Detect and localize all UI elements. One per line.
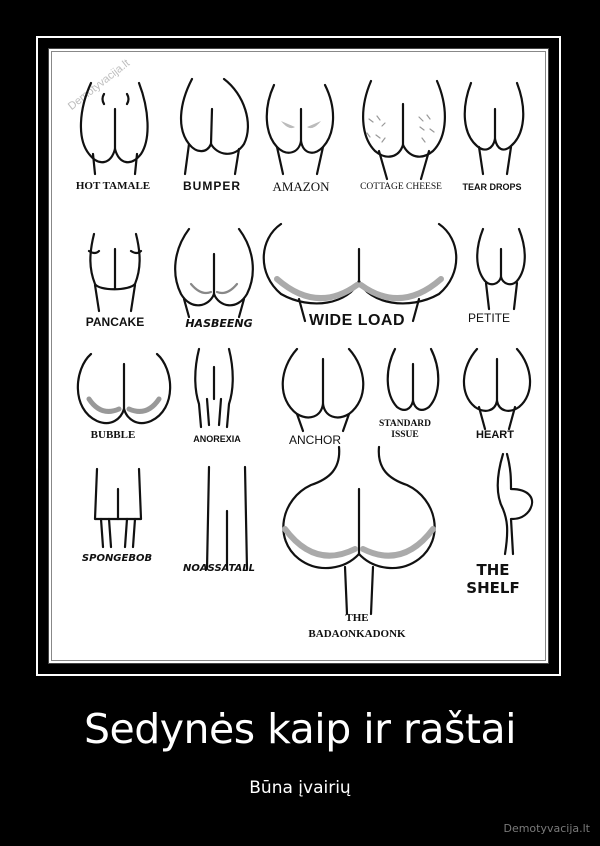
footer-site-link[interactable]: Demotyvacija.lt	[503, 822, 590, 835]
label-badaonkadonk: THE BADAONKADONK	[308, 610, 405, 642]
figure-anchor	[281, 347, 365, 433]
label-anchor: ANCHOR	[288, 433, 342, 447]
label-petite: PETITE	[467, 311, 511, 325]
label-hasbeeng: HASBEENG	[185, 317, 253, 330]
figure-heart	[462, 347, 532, 431]
label-heart: HEART	[476, 429, 514, 441]
label-the-shelf-line1: THE	[476, 561, 510, 579]
figure-anorexia	[194, 347, 234, 429]
label-badaonkadonk-line2: BADAONKADONK	[308, 628, 406, 640]
figure-spongebob	[93, 467, 143, 549]
label-standard-issue-line1: STANDARD	[378, 419, 432, 429]
caption-subtitle: Būna įvairių	[249, 778, 351, 798]
figure-tear-drops	[463, 81, 525, 176]
label-standard-issue: STANDARD ISSUE	[379, 419, 431, 441]
figure-hot-tamale	[79, 81, 149, 176]
label-wide-load: WIDE LOAD	[308, 312, 406, 329]
label-pancake: PANCAKE	[85, 315, 145, 329]
figure-noassatall	[205, 465, 249, 571]
label-the-shelf: THE SHELF	[466, 561, 519, 597]
label-bubble: BUBBLE	[90, 429, 136, 441]
figure-amazon	[265, 83, 335, 176]
figure-cottage-cheese	[362, 79, 446, 181]
poster-frame: Demotyvacija.lt	[36, 36, 561, 676]
figure-petite	[476, 227, 526, 311]
figure-bumper	[179, 77, 249, 176]
illustration-drawings	[76, 77, 534, 616]
figure-the-shelf	[496, 452, 534, 556]
label-hot-tamale: HOT TAMALE	[75, 180, 151, 192]
label-bumper: BUMPER	[182, 179, 242, 193]
figure-hasbeeng	[174, 227, 254, 319]
label-amazon: AMAZON	[272, 179, 330, 194]
figure-bubble	[76, 352, 172, 425]
figure-badaonkadonk	[282, 445, 436, 616]
figure-wide-load	[262, 222, 458, 323]
figure-pancake	[87, 232, 143, 313]
figure-standard-issue	[386, 347, 440, 411]
poster-image: Demotyvacija.lt	[48, 48, 549, 664]
poster-inner-border	[51, 51, 546, 661]
label-tear-drops: TEAR DROPS	[462, 182, 522, 192]
label-the-shelf-line2: SHELF	[466, 579, 520, 597]
label-badaonkadonk-line1: THE	[345, 612, 369, 624]
label-anorexia: ANOREXIA	[193, 434, 241, 444]
caption-title: Sedynės kaip ir raštai	[84, 705, 516, 753]
label-noassatall: NOASSATALL	[183, 563, 255, 574]
label-cottage-cheese: COTTAGE CHEESE	[360, 182, 442, 192]
label-standard-issue-line2: ISSUE	[391, 430, 419, 440]
label-spongebob: SPONGEBOB	[81, 553, 153, 564]
